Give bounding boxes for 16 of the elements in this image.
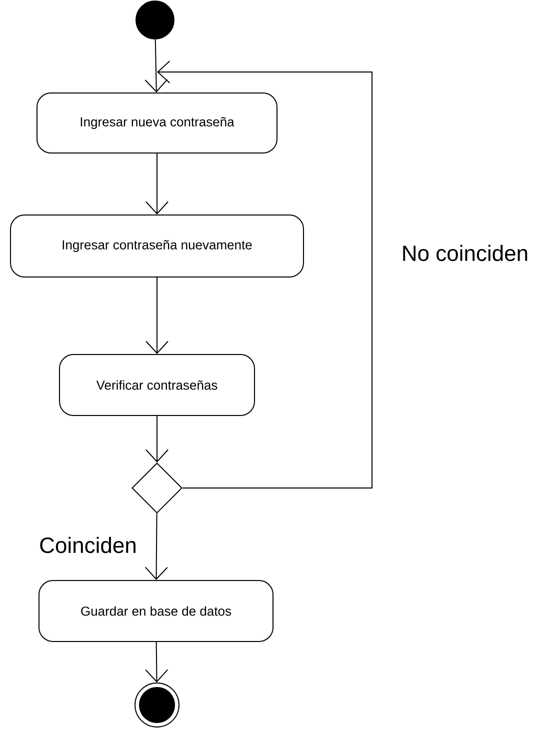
arrow (157, 60, 372, 488)
edge-label: Coinciden (40, 536, 136, 554)
arrow (145, 642, 168, 682)
arrow (146, 153, 168, 214)
arrow (144, 512, 168, 580)
arrow (146, 277, 168, 354)
start-node (136, 0, 174, 40)
arrow (146, 416, 168, 462)
action-box: Ingresar nueva contraseña (36, 92, 278, 154)
arrow (144, 39, 168, 92)
action-box: Verificar contraseñas (59, 354, 255, 416)
action-box: Ingresar contraseña nuevamente (10, 214, 304, 278)
action-box: Guardar en base de datos (38, 580, 274, 642)
decision-diamond (132, 462, 182, 514)
end-node (134, 682, 180, 728)
edge-label: No coinciden (403, 244, 528, 262)
